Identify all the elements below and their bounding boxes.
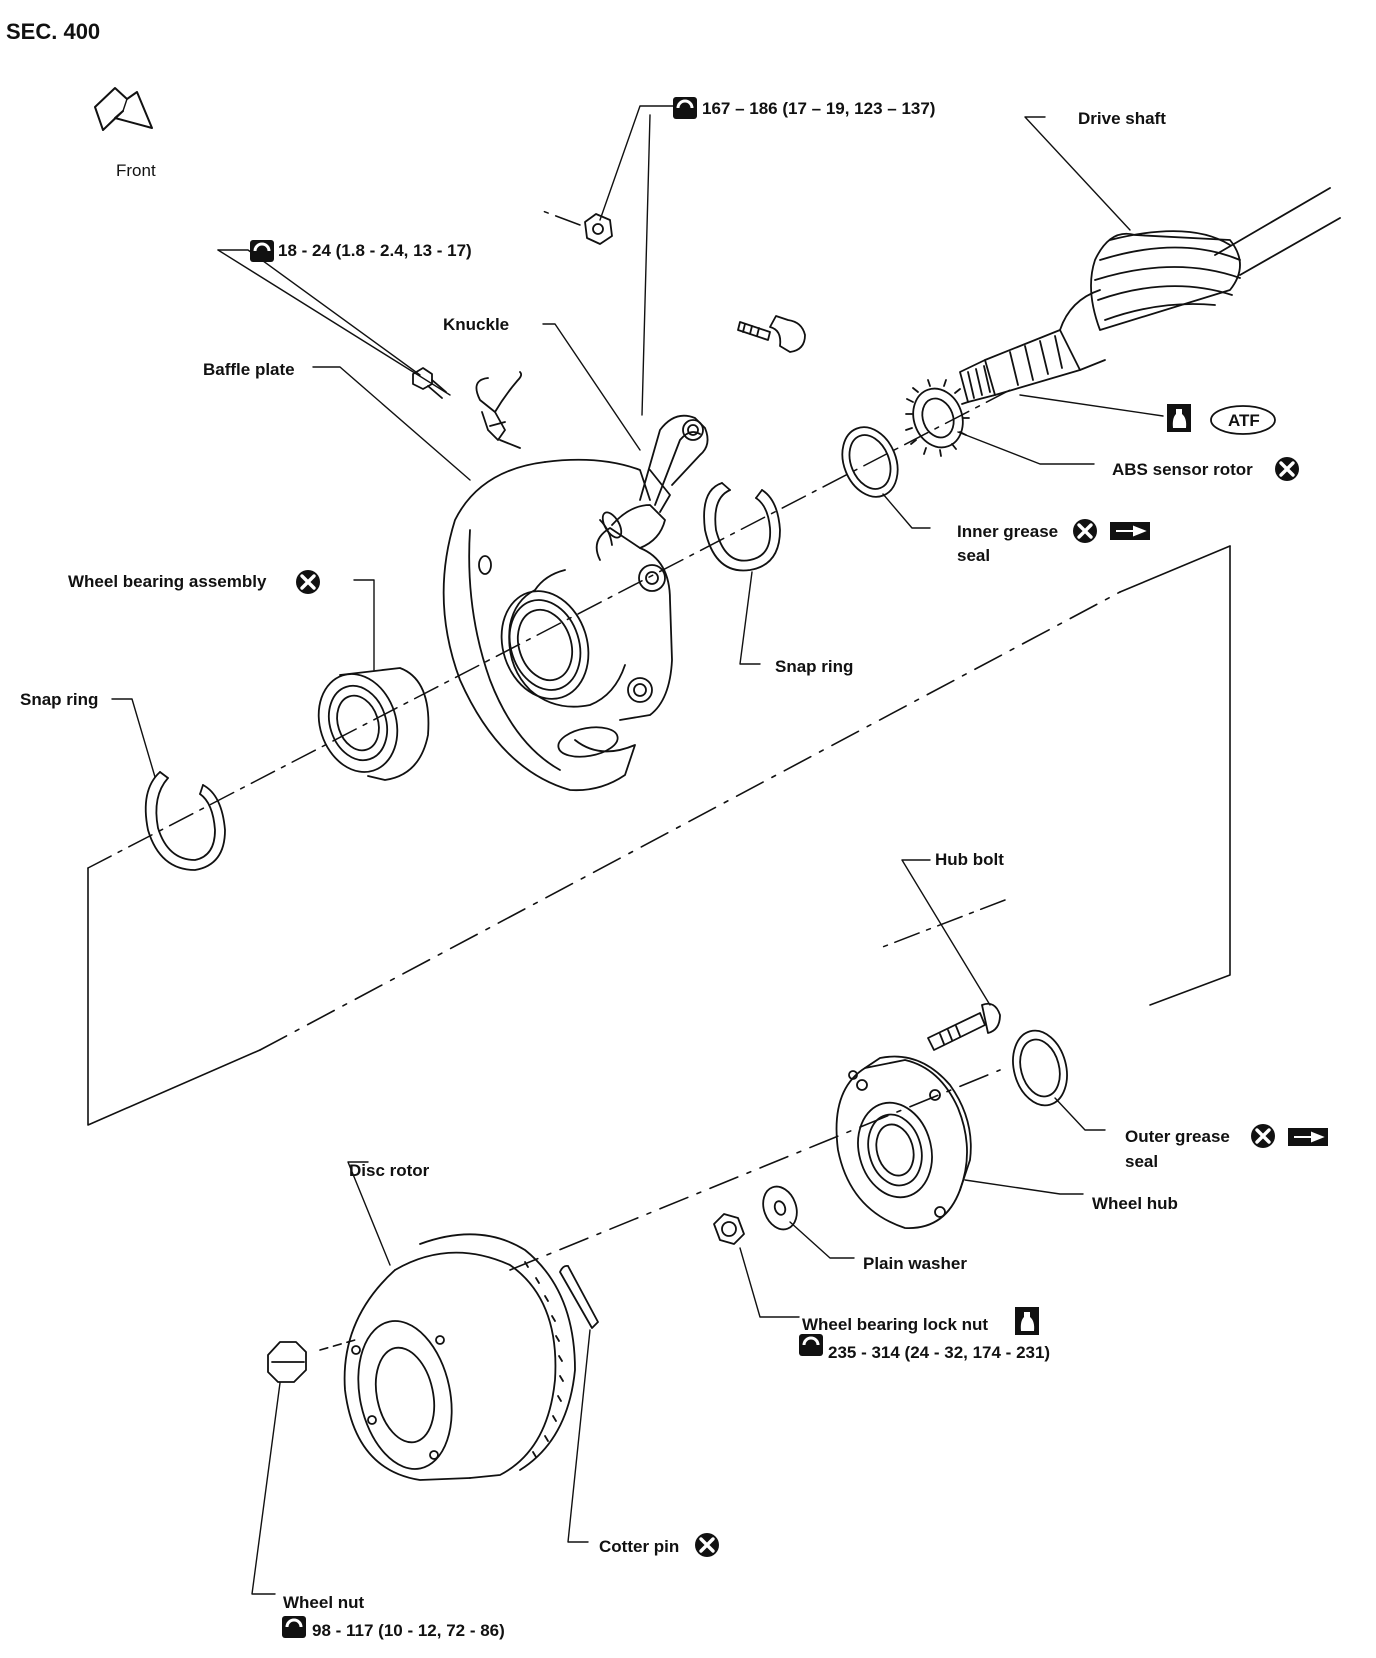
front-direction-label: Front <box>116 161 156 180</box>
do-not-reuse-x-icon <box>1071 517 1099 545</box>
wheel-bearing-assembly <box>317 667 430 781</box>
wheel-hub <box>835 1055 972 1229</box>
torque-wrench-icon <box>250 240 274 262</box>
torque-wrench-icon <box>673 97 697 119</box>
disc-rotor <box>343 1233 576 1481</box>
label-wheel-nut: Wheel nut <box>283 1593 365 1612</box>
label-snap-ring-right: Snap ring <box>775 657 854 676</box>
label-atf: ATF <box>1228 411 1260 430</box>
snap-ring-right <box>703 482 781 572</box>
label-cotter-pin: Cotter pin <box>599 1537 680 1556</box>
label-disc-rotor: Disc rotor <box>349 1161 430 1180</box>
label-wheel-hub: Wheel hub <box>1092 1194 1178 1213</box>
center-axis-upper <box>87 209 1011 949</box>
label-outer-grease-seal-line1: Outer grease <box>1125 1127 1230 1146</box>
atf-oval <box>1210 405 1276 435</box>
do-not-reuse-x-icon <box>693 1531 721 1559</box>
label-torque-lock-nut: 235 - 314 (24 - 32, 174 - 231) <box>828 1343 1051 1362</box>
label-hub-bolt: Hub bolt <box>935 850 1004 869</box>
apply-oil-icon <box>1167 404 1191 432</box>
cotter-pin <box>559 1264 599 1329</box>
label-plain-washer: Plain washer <box>863 1254 967 1273</box>
torque-wrench-icon <box>282 1616 306 1638</box>
connector-line <box>87 545 1231 1351</box>
hub-bolt <box>927 1002 1001 1051</box>
torque-wrench-icon <box>799 1334 823 1356</box>
label-torque-wheel-nut: 98 - 117 (10 - 12, 72 - 86) <box>312 1621 505 1640</box>
apply-oil-icon <box>1015 1307 1039 1335</box>
multi-purpose-grease-icon <box>1287 1127 1329 1147</box>
section-number: SEC. 400 <box>6 19 101 44</box>
label-knuckle: Knuckle <box>443 315 510 334</box>
label-abs-sensor-rotor: ABS sensor rotor <box>1112 460 1253 479</box>
label-drive-shaft: Drive shaft <box>1078 109 1166 128</box>
do-not-reuse-x-icon <box>1273 455 1301 483</box>
front-arrow-icon <box>94 87 153 131</box>
label-torque-sensor: 18 - 24 (1.8 - 2.4, 13 - 17) <box>278 241 472 260</box>
outer-grease-seal <box>1012 1029 1068 1107</box>
drive-shaft <box>959 187 1341 403</box>
label-inner-grease-seal-line1: Inner grease <box>957 522 1059 541</box>
wheel-nut <box>267 1341 307 1383</box>
wheel-bearing-lock-nut <box>713 1213 745 1245</box>
baffle-plate <box>442 458 651 792</box>
symbols <box>250 97 1329 1638</box>
do-not-reuse-x-icon <box>294 568 322 596</box>
label-torque-caliper: 167 – 186 (17 – 19, 123 – 137) <box>702 99 936 118</box>
abs-sensor-rotor <box>905 379 970 457</box>
multi-purpose-grease-icon <box>1109 521 1151 541</box>
leader-lines <box>111 105 1164 1595</box>
snap-ring-left <box>144 771 226 871</box>
label-outer-grease-seal-line2: seal <box>1125 1152 1159 1171</box>
label-snap-ring-left: Snap ring <box>20 690 99 709</box>
caliper-nut <box>584 213 613 245</box>
plain-washer <box>762 1185 798 1231</box>
knuckle <box>500 414 709 721</box>
label-inner-grease-seal-line2: seal <box>957 546 991 565</box>
label-baffle-plate: Baffle plate <box>203 360 295 379</box>
label-wheel-bearing-assembly: Wheel bearing assembly <box>68 572 267 591</box>
caliper-bolt <box>737 315 806 353</box>
label-wheel-bearing-lock-nut: Wheel bearing lock nut <box>802 1315 989 1334</box>
abs-sensor <box>475 371 523 449</box>
do-not-reuse-x-icon <box>1249 1122 1277 1150</box>
